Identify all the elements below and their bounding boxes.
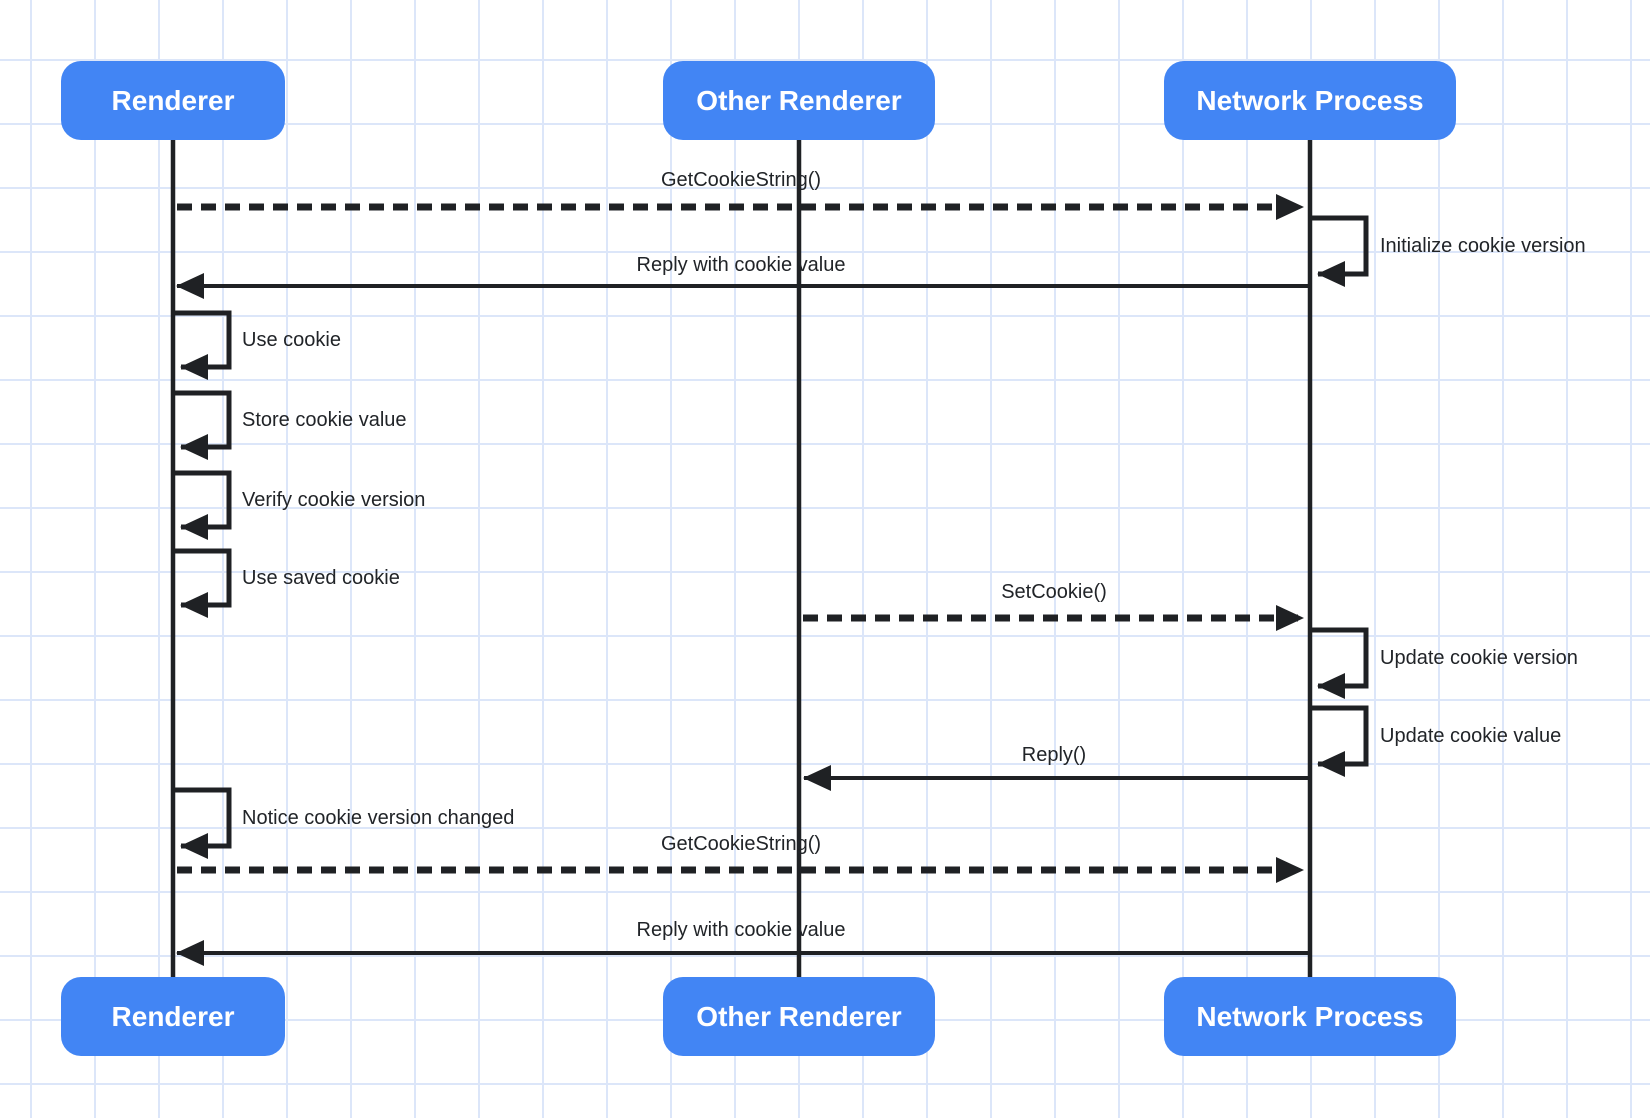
message-label-use-cookie: Use cookie xyxy=(242,329,341,351)
self-arrow-use-saved-cookie xyxy=(175,548,232,618)
self-arrow-verify-cookie-version xyxy=(175,470,232,540)
self-arrow-initialize-cookie-version xyxy=(1312,215,1369,287)
actor-other-renderer-top: Other Renderer xyxy=(663,61,935,140)
actor-renderer-top: Renderer xyxy=(61,61,285,140)
self-arrow-use-cookie xyxy=(175,310,232,380)
message-label-update-cookie-value: Update cookie value xyxy=(1380,725,1562,747)
message-label-reply: Reply() xyxy=(1021,744,1087,766)
self-arrow-update-cookie-version xyxy=(1312,627,1369,699)
message-label-verify-cookie-version: Verify cookie version xyxy=(242,489,426,511)
message-label-getcookiestring-2: GetCookieString() xyxy=(660,833,822,855)
message-label-reply-with-cookie-value-1: Reply with cookie value xyxy=(636,254,846,276)
actor-network-process-top: Network Process xyxy=(1164,61,1456,140)
message-label-store-cookie-value: Store cookie value xyxy=(242,409,407,431)
message-label-notice-cookie-version-changed: Notice cookie version changed xyxy=(242,807,515,829)
message-label-setcookie: SetCookie() xyxy=(1001,581,1107,603)
message-label-getcookiestring-1: GetCookieString() xyxy=(660,169,822,191)
message-label-reply-with-cookie-value-2: Reply with cookie value xyxy=(636,919,846,941)
message-label-update-cookie-version: Update cookie version xyxy=(1380,647,1578,669)
self-arrow-store-cookie-value xyxy=(175,390,232,460)
actor-network-process-bottom: Network Process xyxy=(1164,977,1456,1056)
actor-renderer-bottom: Renderer xyxy=(61,977,285,1056)
self-arrow-notice-cookie-version-changed xyxy=(175,787,232,859)
message-label-use-saved-cookie: Use saved cookie xyxy=(242,567,400,589)
message-label-initialize-cookie-version: Initialize cookie version xyxy=(1380,235,1586,257)
actor-other-renderer-bottom: Other Renderer xyxy=(663,977,935,1056)
self-arrow-update-cookie-value xyxy=(1312,705,1369,777)
